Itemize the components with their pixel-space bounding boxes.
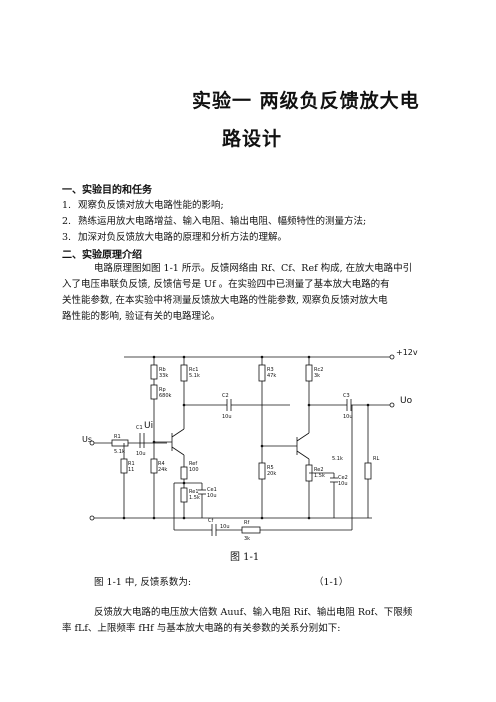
value-r4: 24k	[158, 467, 167, 473]
label-c3: C3	[343, 393, 350, 399]
relation-text-line-1: 反馈放大电路的电压放大倍数 Auuf、输入电阻 Rif、输出电阻 Rof、下限频	[94, 607, 413, 618]
label-rc2: Rc2	[314, 367, 323, 373]
value-re2: 1.5k	[314, 473, 325, 479]
list-item: 1. 观察负反馈对放大电路性能的影响;	[62, 197, 224, 211]
label-us: Us	[82, 435, 92, 444]
label-ui: Ui	[144, 421, 153, 431]
value-cf: 10u	[220, 524, 230, 530]
value-c2: 10u	[222, 414, 232, 420]
paragraph-line: 关性能参数, 在本实验中将测量反馈放大电路的性能参数, 观察负反馈对放大电	[62, 295, 388, 306]
principle-paragraph: 电路原理图如图 1-1 所示。反馈网络由 Rf、Cf、Ref 构成, 在放大电路…	[62, 261, 434, 325]
list-item: 3. 加深对负反馈放大电路的原理和分析方法的理解。	[62, 229, 287, 243]
feedback-coefficient-text: 图 1-1 中, 反馈系数为:	[94, 577, 192, 588]
value-rf: 3k	[244, 536, 250, 542]
label-c1: C1	[136, 425, 143, 431]
value-r5: 20k	[267, 471, 276, 477]
label-c2: C2	[222, 393, 229, 399]
section-heading-principle: 二、实验原理介绍	[62, 250, 142, 261]
label-uo: Uo	[400, 396, 413, 406]
label-ref: Ref	[189, 461, 197, 467]
value-rb2: 11	[128, 467, 134, 473]
label-ce2: Ce2	[338, 475, 348, 481]
document-title-line-2: 路设计	[222, 128, 283, 150]
value-c1: 10u	[136, 451, 146, 457]
figure-caption: 图 1-1	[230, 552, 260, 563]
list-item: 2. 熟练运用放大电路增益、输入电阻、输出电阻、幅频特性的测量方法;	[62, 213, 366, 227]
label-cf: Cf	[208, 518, 213, 524]
label-ce1: Ce1	[207, 487, 217, 493]
list-number: 2.	[62, 216, 72, 227]
label-rb2: R1	[128, 461, 135, 467]
value-rc2: 3k	[314, 373, 320, 379]
value-r1: 5.1k	[114, 449, 125, 455]
value-rp: 680k	[159, 393, 172, 399]
label-r4: R4	[158, 461, 165, 467]
value-r6: 5.1k	[332, 456, 343, 462]
label-r1: R1	[114, 434, 121, 440]
list-text: 观察负反馈对放大电路性能的影响;	[78, 200, 224, 211]
value-ref: 100	[189, 467, 199, 473]
value-re1: 1.5k	[189, 495, 200, 501]
list-text: 加深对负反馈放大电路的原理和分析方法的理解。	[78, 232, 288, 243]
paragraph-line: 电路原理图如图 1-1 所示。反馈网络由 Rf、Cf、Ref 构成, 在放大电路…	[94, 263, 413, 274]
value-rc1: 5.1k	[189, 373, 200, 379]
label-r3: R3	[267, 367, 274, 373]
label-rp: Rp	[159, 387, 166, 393]
label-r5: R5	[267, 465, 274, 471]
section-heading-objectives: 一、实验目的和任务	[62, 185, 152, 196]
relation-text-line-2: 率 fLf、上限频率 fHf 与基本放大电路的有关参数的关系分别如下:	[62, 623, 341, 634]
label-re1: Re1	[189, 489, 199, 495]
list-number: 1.	[62, 200, 72, 211]
label-re2: Re2	[314, 467, 324, 473]
document-title-line-1: 实验一 两级负反馈放大电	[192, 90, 420, 112]
circuit-schematic: +12v Us Ui Uo R1 5.1k Rb 33k Rp 680k C1 …	[82, 348, 418, 542]
value-rb: 33k	[159, 373, 168, 379]
value-ce2: 10u	[338, 481, 348, 487]
label-rl: RL	[373, 456, 379, 462]
value-ce1: 10u	[207, 493, 217, 499]
equation-number: （1-1）	[314, 577, 349, 588]
value-r3: 47k	[267, 373, 276, 379]
value-c3: 10u	[343, 414, 353, 420]
label-vcc: +12v	[396, 348, 418, 357]
paragraph-line: 路性能的影响, 验证有关的电路理论。	[62, 311, 221, 322]
list-number: 3.	[62, 232, 72, 243]
label-rc1: Rc1	[189, 367, 198, 373]
label-rf: Rf	[244, 520, 249, 526]
paragraph-line: 入了电压串联负反馈, 反馈信号是 Uf 。在实验四中已测量了基本放大电路的有	[62, 279, 390, 290]
label-rb: Rb	[159, 367, 166, 373]
list-text: 熟练运用放大电路增益、输入电阻、输出电阻、幅频特性的测量方法;	[78, 216, 367, 227]
